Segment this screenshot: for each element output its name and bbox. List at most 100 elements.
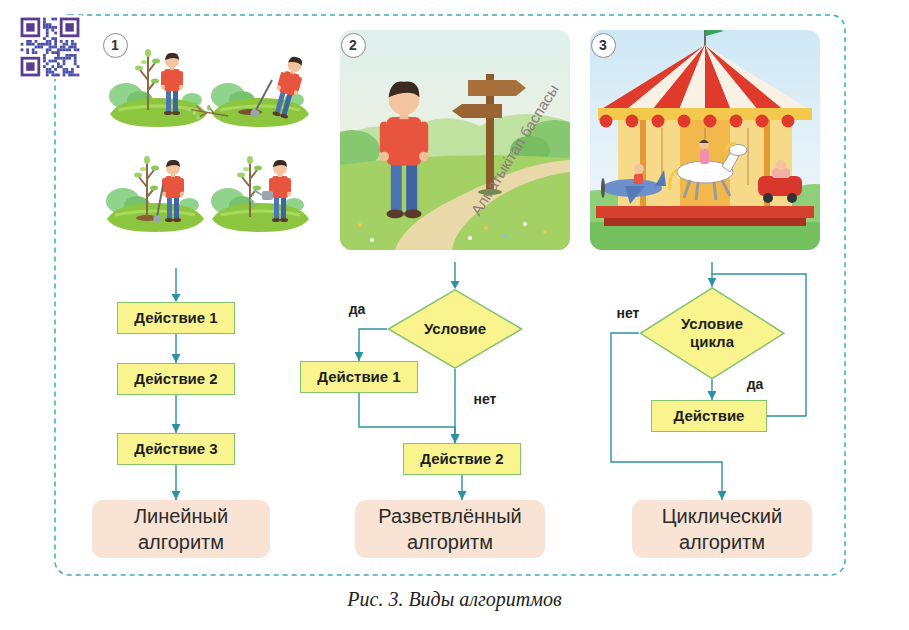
qr-code	[63, 20, 77, 34]
carousel-illustration	[626, 45, 705, 110]
carousel-illustration	[699, 139, 709, 149]
planting-illustration	[184, 54, 309, 127]
process-text: Действие 2	[420, 450, 503, 468]
planting-illustration	[184, 100, 229, 125]
qr-code	[74, 60, 77, 63]
crossroad-illustration	[340, 155, 570, 250]
qr-code	[37, 43, 40, 46]
process-box: Действие	[651, 400, 767, 432]
qr-code	[21, 57, 41, 77]
step-number-text: 3	[599, 38, 607, 52]
qr-code	[26, 43, 29, 46]
qr-code	[49, 71, 52, 74]
qr-code	[26, 23, 74, 71]
qr-code	[49, 68, 52, 71]
qr-code	[26, 51, 29, 54]
crossroad-illustration	[543, 230, 547, 234]
qr-code	[65, 43, 68, 46]
qr-code	[54, 37, 57, 40]
qr-code	[63, 71, 66, 74]
qr-code	[74, 62, 77, 65]
carousel-illustration	[604, 218, 806, 226]
carousel-illustration	[729, 145, 747, 156]
qr-code	[71, 74, 74, 77]
qr-code	[26, 62, 34, 70]
carousel-illustration	[787, 193, 797, 203]
entry-arrow	[172, 294, 181, 302]
algorithm-name: Циклический алгоритм	[632, 500, 812, 558]
algorithm-name-text: Циклический алгоритм	[642, 503, 802, 555]
entry-arrow	[454, 262, 455, 283]
qr-code	[54, 68, 57, 71]
step-number-text: 1	[111, 38, 119, 52]
condition-text: Условие	[424, 320, 486, 338]
qr-code	[68, 74, 71, 77]
qr-code	[43, 23, 46, 26]
carousel-illustration	[776, 160, 786, 170]
planting-illustration	[237, 156, 262, 217]
qr-code	[26, 40, 29, 43]
process-box: Действие 1	[117, 302, 235, 334]
carousel-illustration	[626, 115, 639, 128]
carousel-illustration	[600, 115, 613, 128]
qr-code	[43, 20, 46, 23]
qr-code	[46, 71, 49, 74]
carousel-illustration	[758, 176, 802, 196]
qr-code	[43, 43, 46, 46]
qr-code	[74, 57, 77, 60]
qr-code	[65, 40, 68, 43]
carousel-illustration	[655, 170, 666, 186]
qr-code	[21, 43, 24, 46]
carousel-illustration	[704, 115, 717, 128]
crossroad-illustration	[379, 82, 428, 219]
qr-code	[21, 18, 80, 77]
qr-code	[46, 43, 49, 46]
crossroad-illustration	[370, 238, 374, 242]
qr-code	[63, 48, 66, 51]
connector	[175, 334, 176, 363]
qr-code	[43, 65, 46, 68]
qr-code	[77, 65, 80, 68]
qr-code	[23, 60, 37, 74]
qr-code	[43, 18, 46, 21]
carousel-illustration	[684, 180, 730, 200]
carousel-illustration	[652, 115, 665, 128]
crossroad-illustration	[484, 226, 488, 230]
qr-code	[71, 68, 74, 71]
crossroad-illustration	[452, 104, 502, 118]
crossroad-illustration	[523, 222, 527, 226]
carousel-illustration	[706, 30, 724, 36]
carousel-illustration	[625, 186, 645, 204]
figure-caption: Рис. 3. Виды алгоритмов	[0, 588, 909, 611]
diamond-outline	[640, 288, 783, 379]
qr-code	[23, 20, 76, 73]
qr-code	[32, 51, 35, 54]
process-text: Действие 3	[134, 440, 217, 458]
decision-diamond: Условие цикла	[639, 287, 785, 380]
qr-code	[21, 18, 41, 38]
qr-code	[54, 18, 57, 21]
crossroad-illustration	[503, 234, 507, 238]
qr-code	[18, 15, 82, 79]
carousel-illustration	[601, 178, 605, 198]
qr-code	[49, 40, 52, 43]
process-box: Действие 3	[117, 433, 235, 465]
qr-code	[60, 48, 63, 51]
qr-code	[57, 51, 60, 54]
qr-code	[49, 43, 52, 46]
carousel-illustration	[679, 45, 705, 110]
qr-code	[46, 62, 49, 65]
qr-code	[68, 46, 71, 49]
carousel-illustration	[726, 144, 736, 150]
connector	[359, 393, 455, 443]
planting-illustration	[256, 80, 272, 110]
process-text: Действие 2	[134, 370, 217, 388]
crossroad-illustration	[468, 236, 472, 240]
qr-code	[21, 18, 80, 77]
carousel-illustration	[634, 174, 643, 184]
qr-code	[71, 43, 74, 46]
qr-code	[46, 74, 49, 77]
planting-illustration	[269, 54, 308, 120]
qr-code	[54, 57, 57, 60]
carousel-illustration	[700, 150, 709, 164]
